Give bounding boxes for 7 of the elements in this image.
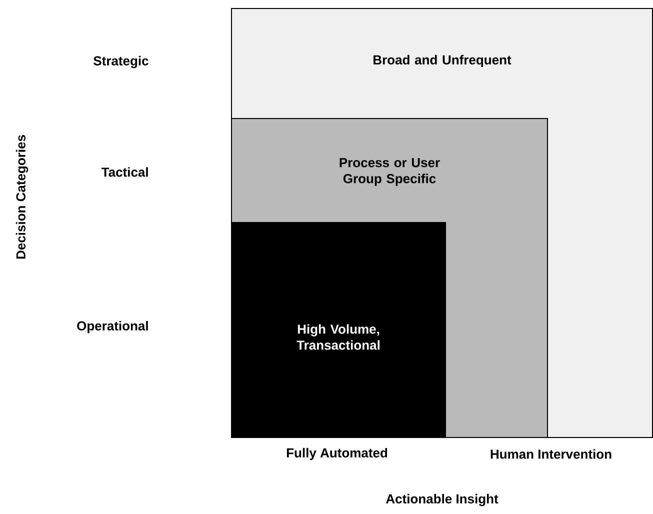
axis-title: Decision Categories [16,135,28,259]
category-box: High Volume, Transactional [231,222,446,438]
axis-label: Tactical [102,167,148,177]
axis-label: Strategic [94,56,148,68]
axis-title: Actionable Insight [386,494,498,506]
axis-label: Human Intervention [490,449,612,459]
axis-label: Operational [77,320,148,334]
